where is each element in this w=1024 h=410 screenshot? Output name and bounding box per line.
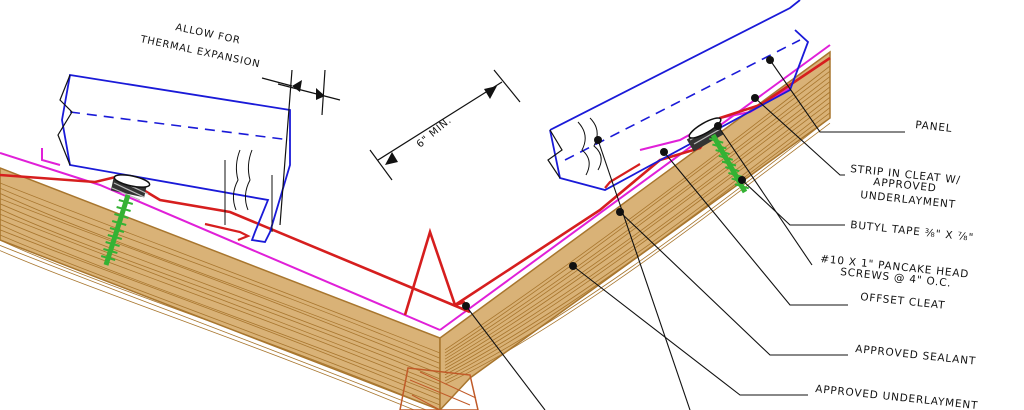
wood-grain-right [444,65,831,385]
screw-thread [111,220,127,226]
wood-grain-line [0,208,441,380]
leader-line [465,305,546,410]
callout-approved-sealant: APPROVED SEALANT [855,343,977,368]
roof-deck-left [0,167,441,410]
callout-approved-underlayment-line: APPROVED UNDERLAYMENT [815,383,979,410]
panel-right-dashed-line [564,39,801,161]
callout-panel: PANEL [915,119,953,135]
leader-line [769,59,905,133]
screw-thread [718,154,734,161]
flashing-hem-right [604,163,641,189]
wood-grain-line [0,224,441,395]
valley-crimp [403,227,466,316]
thermal-arrows [292,80,325,100]
panel-left-cut-lines [232,149,253,211]
wood-grain-line [0,250,416,410]
rafter-bottom-hatch [409,371,477,410]
panel-left-dashed-line [69,111,291,141]
wood-grain-line [444,86,831,363]
screw-thread [724,166,740,173]
wood-grain-line [0,229,441,401]
wood-grain-line [0,193,441,364]
min-dim-line [369,69,521,181]
leader-line [597,139,691,410]
wood-grain-line [0,234,441,406]
callout-butyl-tape-line: BUTYL TAPE ⅜" X ⅞" [850,219,975,244]
screw-thread [734,183,750,190]
wood-grain-line [444,112,831,379]
panel-left [57,73,291,243]
screw-thread [103,248,118,254]
callout-panel-line: PANEL [915,119,953,135]
screw-thread [116,206,131,212]
screw-thread [708,137,724,144]
callout-labels: PANEL STRIP IN CLEAT W/APPROVEDUNDERLAYME… [815,119,979,410]
wood-grain-line [0,245,428,410]
screw-thread [715,149,730,156]
callout-strip-in-cleat-line: UNDERLAYMENT [860,189,957,211]
screw-thread [109,227,125,233]
wood-grain-line [0,182,441,354]
leader-line [619,211,848,356]
callout-leaders [462,56,905,410]
six-inch-min-dimension: 6" MIN. [369,69,521,181]
wood-grain-left [0,182,441,410]
wood-grain-line [444,81,831,360]
wood-grain-line [444,122,831,385]
underlayment-edge-left [41,148,61,166]
butyl-tape-right [686,117,724,152]
callout-approved-sealant-line: APPROVED SEALANT [855,343,977,368]
butyl-tape-left [110,174,151,201]
wood-grain-line [444,76,831,357]
screw-thread [107,234,123,240]
pancake-screw-left [100,194,134,266]
leader-line [572,265,808,396]
wood-grain-line [444,117,831,382]
leader-line [663,151,848,306]
wood-grain-line [0,198,441,369]
screw-thread [721,160,737,167]
wood-grain-line [444,70,831,354]
wood-grain-line [444,102,831,372]
wood-grain-line [444,107,831,376]
panel-left-stiffener [224,160,273,232]
leader-line [717,125,813,266]
wood-grain-line [444,96,831,369]
thermal-dimension [277,69,341,226]
wood-grain-line [0,213,441,385]
roof-deck [0,50,831,410]
panel-right-cut-lines [577,117,602,176]
leader-line [741,179,845,226]
screw-thread [728,171,743,178]
wood-grain-line [444,65,831,351]
callout-approved-underlayment: APPROVED UNDERLAYMENT [815,383,979,410]
screw-thread [118,199,134,205]
flashing-right [454,56,831,307]
wood-grain-line [0,239,441,410]
wood-grain-line [0,203,441,375]
callout-offset-cleat: OFFSET CLEAT [860,291,946,312]
leader-line [754,97,845,176]
flashing-hem-left [204,222,251,242]
screw-thread [100,255,116,261]
callout-butyl-tape: BUTYL TAPE ⅜" X ⅞" [850,219,975,244]
wood-grain-line [0,219,441,390]
wood-grain-line [0,187,441,359]
panel-left-outline [61,73,291,243]
rafter-bottom [399,367,479,410]
underlayment-left [0,152,441,331]
screw-thread [712,143,727,150]
underlayment-right [439,44,831,331]
screw-thread [105,241,120,247]
callout-offset-cleat-line: OFFSET CLEAT [860,291,946,312]
thermal-note-line2: THERMAL EXPANSION [138,34,261,70]
panel-left-broken-end [57,74,73,166]
thermal-leader [261,77,293,87]
panel-right-broken-end [547,129,563,179]
screw-thread [114,213,129,219]
